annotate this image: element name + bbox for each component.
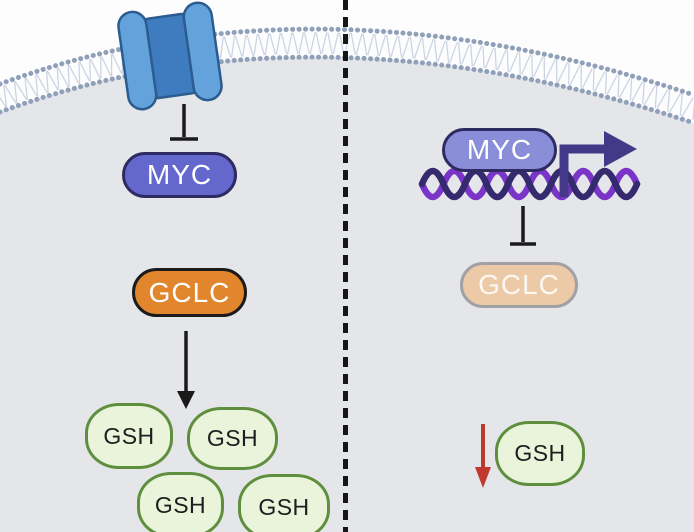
myc-node-right: MYC [442, 128, 557, 172]
gsh-node-1: GSH [85, 403, 173, 469]
gsh-label-2: GSH [206, 425, 259, 451]
myc-label-right: MYC [466, 134, 533, 165]
inhibition-tbar-left-icon [170, 104, 198, 141]
myc-node-left: MYC [122, 152, 237, 198]
membrane-outer-leaflet-icon [0, 26, 694, 98]
inhibition-tbar-right-icon [510, 206, 536, 246]
activation-arrow-icon [177, 331, 195, 409]
membrane-receptor-icon [117, 1, 223, 111]
gsh-label-4: GSH [258, 493, 310, 520]
decrease-arrow-icon [475, 424, 491, 488]
gclc-node-left: GCLC [132, 268, 247, 317]
membrane-inner-leaflet-icon [0, 54, 694, 126]
myc-label-left: MYC [146, 159, 213, 190]
gsh-label-3: GSH [154, 491, 207, 518]
transcription-start-arrow-icon [559, 131, 637, 197]
gsh-node-2: GSH [187, 407, 278, 470]
gsh-node-right: GSH [495, 421, 585, 486]
gsh-label-right: GSH [514, 440, 566, 466]
gclc-label-left: GCLC [148, 276, 231, 308]
gsh-node-3: GSH [137, 472, 224, 532]
gsh-node-4: GSH [238, 474, 330, 532]
dna-helix-icon [418, 167, 641, 201]
gclc-node-right: GCLC [460, 262, 578, 308]
gclc-label-right: GCLC [478, 269, 560, 300]
gsh-label-1: GSH [103, 422, 155, 449]
